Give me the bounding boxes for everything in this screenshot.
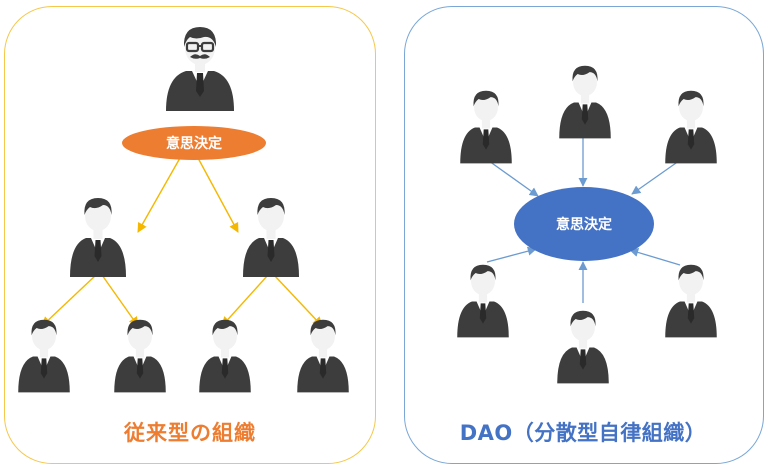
arrow-manager-right-to-staff-4	[273, 274, 323, 327]
arrow-decision-to-manager-left	[137, 157, 181, 233]
member-1-icon	[460, 90, 512, 164]
member-3-icon	[665, 90, 717, 164]
staff-2-icon	[114, 319, 166, 393]
decision-node-dao: 意思決定	[514, 187, 654, 261]
leader-icon	[164, 25, 236, 113]
manager-right-icon	[243, 198, 299, 277]
member-6-icon	[665, 264, 717, 338]
decision-label-dao: 意思決定	[556, 216, 612, 233]
dao-network: 意思決定	[457, 65, 717, 384]
arrow-manager-right-to-staff-3	[221, 274, 269, 327]
staff-4-icon	[297, 319, 349, 393]
decision-node-traditional: 意思決定	[122, 126, 266, 160]
arrow-manager-left-to-staff-2	[101, 274, 139, 327]
traditional-hierarchy: 意思決定	[18, 25, 349, 393]
member-2-icon	[559, 65, 611, 139]
arrow-member-6-to-hub	[629, 247, 681, 266]
member-5-icon	[557, 310, 609, 384]
arrow-decision-to-manager-right	[197, 157, 239, 233]
arrow-member-4-to-hub	[486, 246, 537, 263]
decision-label-traditional: 意思決定	[166, 135, 222, 152]
staff-3-icon	[199, 319, 251, 393]
staff-1-icon	[18, 319, 70, 393]
arrow-manager-left-to-staff-1	[41, 274, 97, 327]
member-4-icon	[457, 264, 509, 338]
dao-caption: DAO（分散型自律組織）	[459, 421, 707, 445]
traditional-organization-caption: 従来型の組織	[124, 421, 256, 445]
manager-left-icon	[70, 198, 126, 277]
